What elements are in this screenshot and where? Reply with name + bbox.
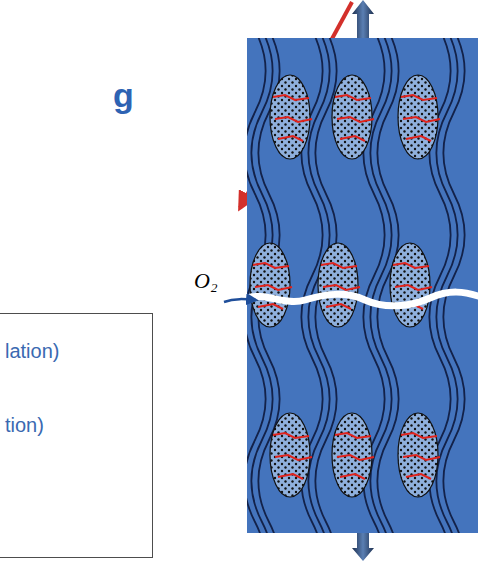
micro-cracks [253,95,440,479]
fibre-waves [247,38,465,533]
text-box: lation) tion) [0,313,153,558]
oxygen-arrow [224,299,256,302]
gas-label: O₂ [194,268,218,294]
main-crack [247,292,478,306]
load-arrow [352,533,374,561]
slide-title: g [113,76,134,115]
load-arrow [352,0,374,38]
box-text: tion) [5,414,44,437]
box-text: lation) [5,340,59,363]
